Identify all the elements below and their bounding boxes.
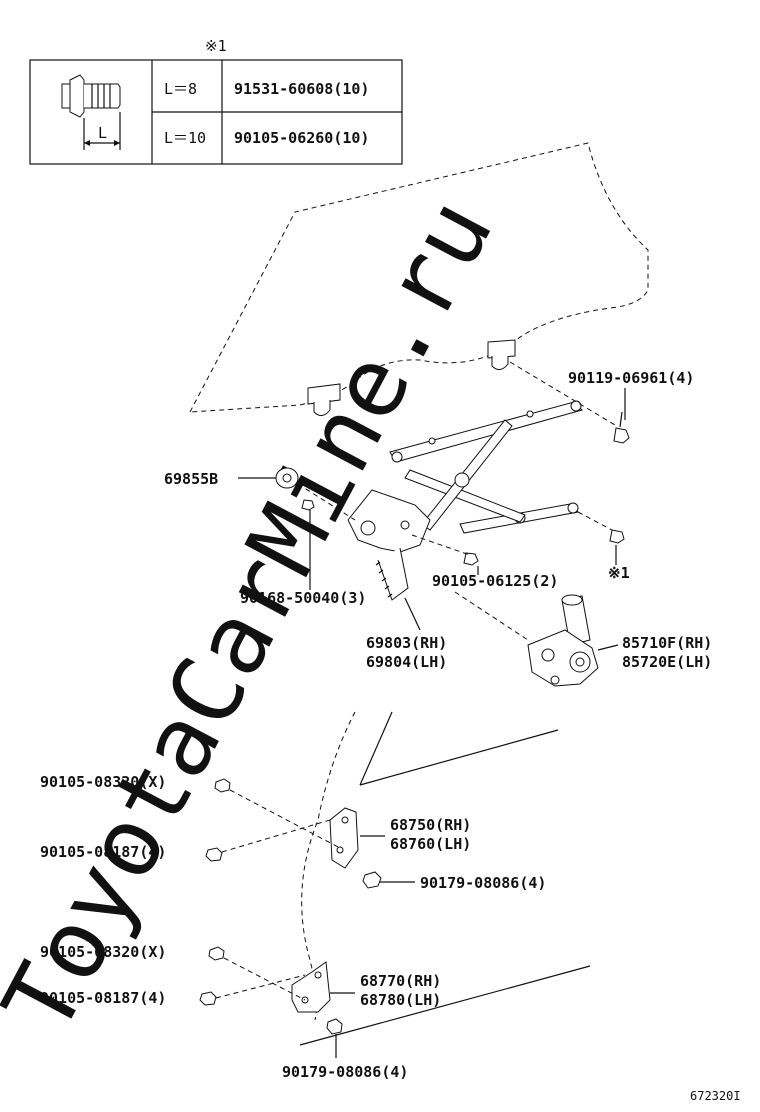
upper-hinge xyxy=(205,778,382,889)
table-row-2-length: L＝10 xyxy=(164,129,206,147)
label-68760: 68760(LH) xyxy=(390,835,471,853)
label-68750: 68750(RH) xyxy=(390,816,471,834)
label-90105-08187-upper: 90105-08187(4) xyxy=(40,843,166,861)
label-85710f: 85710F(RH) xyxy=(622,634,712,652)
label-90119: 90119-06961(4) xyxy=(568,369,694,387)
label-69803: 69803(RH) xyxy=(366,634,447,652)
window-regulator-assembly xyxy=(347,400,583,601)
label-68770: 68770(RH) xyxy=(360,972,441,990)
bolt-table: ※1 L L＝8 91531-60608(10) L＝10 90105-0626… xyxy=(29,37,403,165)
watermark: ToyotaCarMine.ru xyxy=(0,182,514,1051)
label-69804: 69804(LH) xyxy=(366,653,447,671)
hinge-leader-lines xyxy=(215,789,415,1058)
label-90168: 90168-50040(3) xyxy=(240,589,366,607)
glass-channel-right xyxy=(487,339,516,370)
label-85720e: 85720E(LH) xyxy=(622,653,712,671)
window-motor xyxy=(527,594,599,687)
diagram-id: 672320I xyxy=(690,1089,741,1103)
label-69855b: 69855B xyxy=(164,470,218,488)
bushing-69855b xyxy=(275,467,299,489)
table-row-2-part: 90105-06260(10) xyxy=(234,129,369,147)
label-90179-upper: 90179-08086(4) xyxy=(420,874,546,892)
table-row-1-part: 91531-60608(10) xyxy=(234,80,369,98)
door-glass-outline xyxy=(189,142,649,413)
label-90105-08320-upper: 90105-08320(X) xyxy=(40,773,166,791)
dimension-label: L xyxy=(98,124,107,142)
bolt-90168 xyxy=(301,499,315,511)
label-90179-lower: 90179-08086(4) xyxy=(282,1063,408,1081)
table-note-mark: ※1 xyxy=(205,37,227,55)
label-68780: 68780(LH) xyxy=(360,991,441,1009)
flange-bolt-icon: L xyxy=(61,74,121,150)
label-note-ref: ※1 xyxy=(608,564,630,582)
bolt-90119 xyxy=(613,411,630,444)
lower-hinge xyxy=(199,946,343,1035)
bolt-note-1 xyxy=(609,529,625,544)
label-90105-08320-lower: 90105-08320(X) xyxy=(40,943,166,961)
leader-lines xyxy=(238,361,626,651)
label-90105-06125: 90105-06125(2) xyxy=(432,572,558,590)
glass-channel-left xyxy=(307,383,341,416)
table-row-1-length: L＝8 xyxy=(164,80,197,98)
bolt-90105-06125 xyxy=(463,552,479,566)
label-90105-08187-lower: 90105-08187(4) xyxy=(40,989,166,1007)
